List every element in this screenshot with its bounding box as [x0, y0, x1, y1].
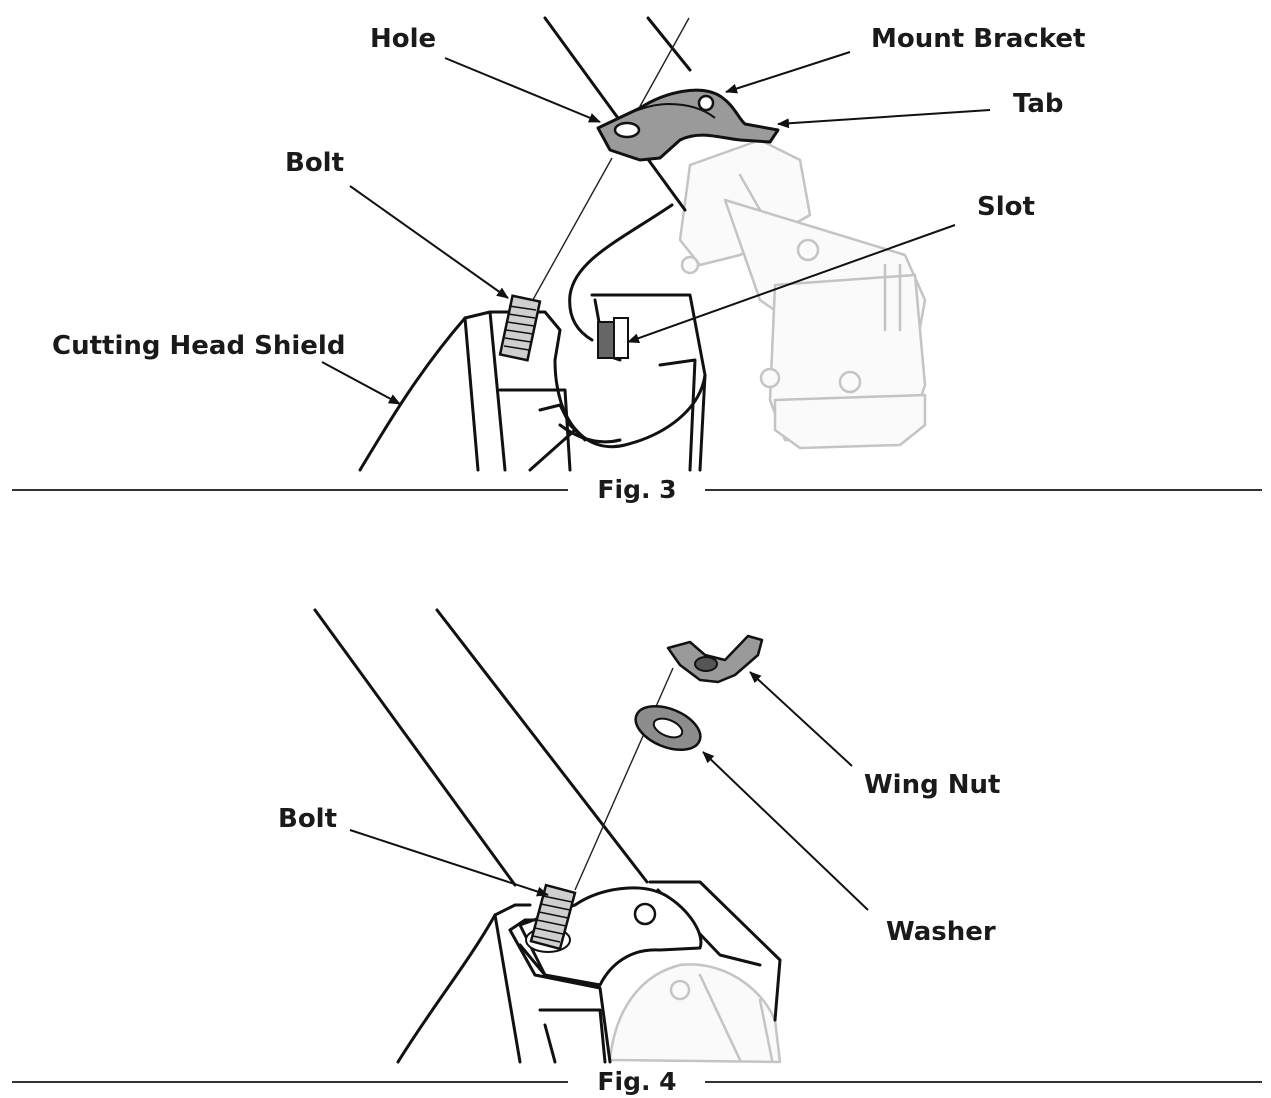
hole-pointer	[444, 57, 601, 123]
shaft-line-left-fig4	[313, 608, 517, 887]
wing-nut-pointer	[749, 671, 853, 767]
slot-pointer	[627, 224, 956, 344]
tab-pointer	[777, 109, 991, 129]
mount-bracket	[596, 88, 780, 162]
shaft-line-right-fig4	[435, 608, 649, 884]
bolt-label-fig4: Bolt	[278, 804, 337, 834]
bolt-pointer-fig4	[349, 829, 549, 897]
fig3-caption: Fig. 3	[597, 475, 676, 504]
alignment-line-fig4	[574, 667, 674, 891]
cutting-head-shield	[358, 316, 467, 472]
shield-bracket	[463, 293, 707, 472]
washer	[634, 705, 702, 751]
washer-pointer	[702, 751, 869, 911]
figure-4: Wing Nut Washer Bolt Fig. 4	[12, 608, 1262, 1096]
bolt-fig3	[498, 294, 542, 362]
tab-label: Tab	[1013, 89, 1064, 119]
shaft-line-right	[646, 16, 692, 72]
washer-label: Washer	[886, 917, 996, 947]
fig4-caption: Fig. 4	[597, 1067, 676, 1096]
cutting-head-shield-label: Cutting Head Shield	[52, 331, 345, 361]
shield-pointer	[321, 361, 401, 405]
mount-bracket-label: Mount Bracket	[871, 24, 1086, 54]
bolt-pointer-fig3	[349, 185, 509, 299]
cable	[568, 203, 674, 342]
shaft-line-left	[543, 16, 687, 212]
slot-label: Slot	[977, 192, 1035, 222]
bracket-hole	[613, 121, 641, 139]
trimmer-head-ghost	[678, 138, 927, 450]
figure-3: Hole Mount Bracket Tab Bolt Slot Cutting…	[12, 16, 1262, 504]
bolt-label-fig3: Bolt	[285, 148, 344, 178]
mount-bracket-pointer	[725, 51, 851, 94]
trimmer-head-ghost-fig4	[608, 963, 782, 1064]
alignment-line-lower	[529, 157, 613, 306]
wing-nut-label: Wing Nut	[864, 770, 1000, 800]
wing-nut	[666, 634, 764, 684]
shield-bracket-fig4	[396, 880, 782, 1064]
bolt-fig4	[529, 883, 577, 951]
hole-label: Hole	[370, 24, 436, 54]
